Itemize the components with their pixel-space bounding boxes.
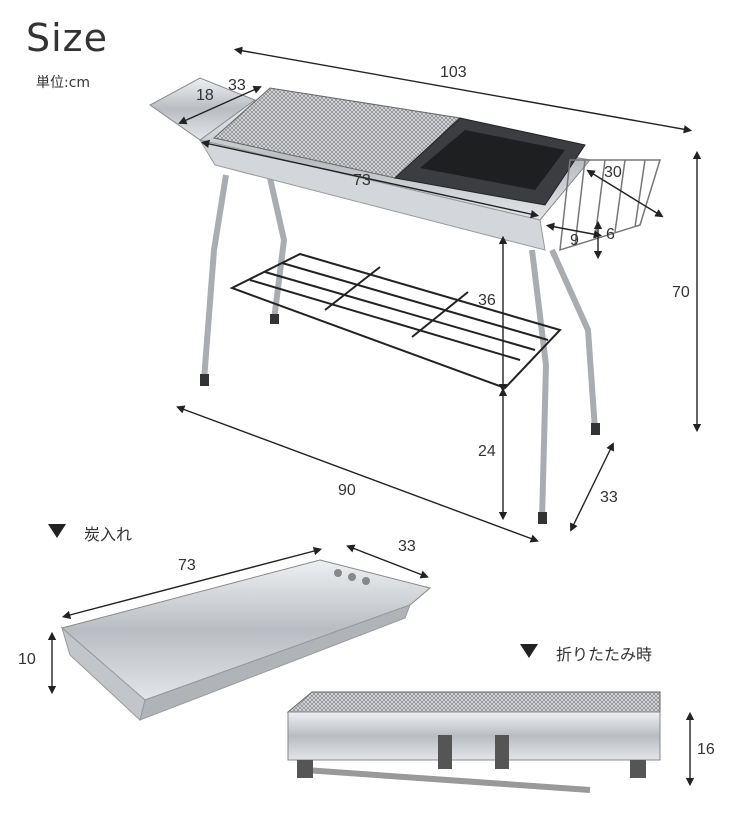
triangle-icon [48,524,66,538]
dim-side-tray-length: 33 [228,77,246,94]
folded-height: 16 [697,741,715,758]
dim-leg-span: 90 [338,482,356,499]
folded-label: 折りたたみ時 [556,645,653,664]
main-grill [149,77,662,524]
charcoal-tray-label: 炭入れ [84,525,133,544]
tray-height: 10 [18,651,36,668]
dim-lower-leg: 24 [478,443,496,460]
tray-length: 73 [178,557,196,574]
unit-label: 単位:cm [36,75,91,91]
dim-upper-leg: 36 [478,292,496,309]
dim-rack-width: 30 [604,164,622,181]
dim-total-height: 70 [672,284,690,301]
dimension-arrows [176,46,702,543]
dim-grill-length: 73 [353,172,371,189]
dim-depth: 33 [600,489,618,506]
tray-width: 33 [398,538,416,555]
page-title: Size [26,16,109,60]
dim-side-tray-width: 18 [196,87,214,104]
tray-dimension-arrows [47,544,429,695]
dim-total-length: 103 [440,64,467,81]
triangle-icon [520,644,538,658]
leg-feet [200,314,600,524]
folded-grill-illustration [286,691,661,793]
charcoal-tray-illustration [60,559,432,721]
dim-rack-height: 6 [606,226,615,243]
dim-rack-depth: 9 [570,232,579,249]
